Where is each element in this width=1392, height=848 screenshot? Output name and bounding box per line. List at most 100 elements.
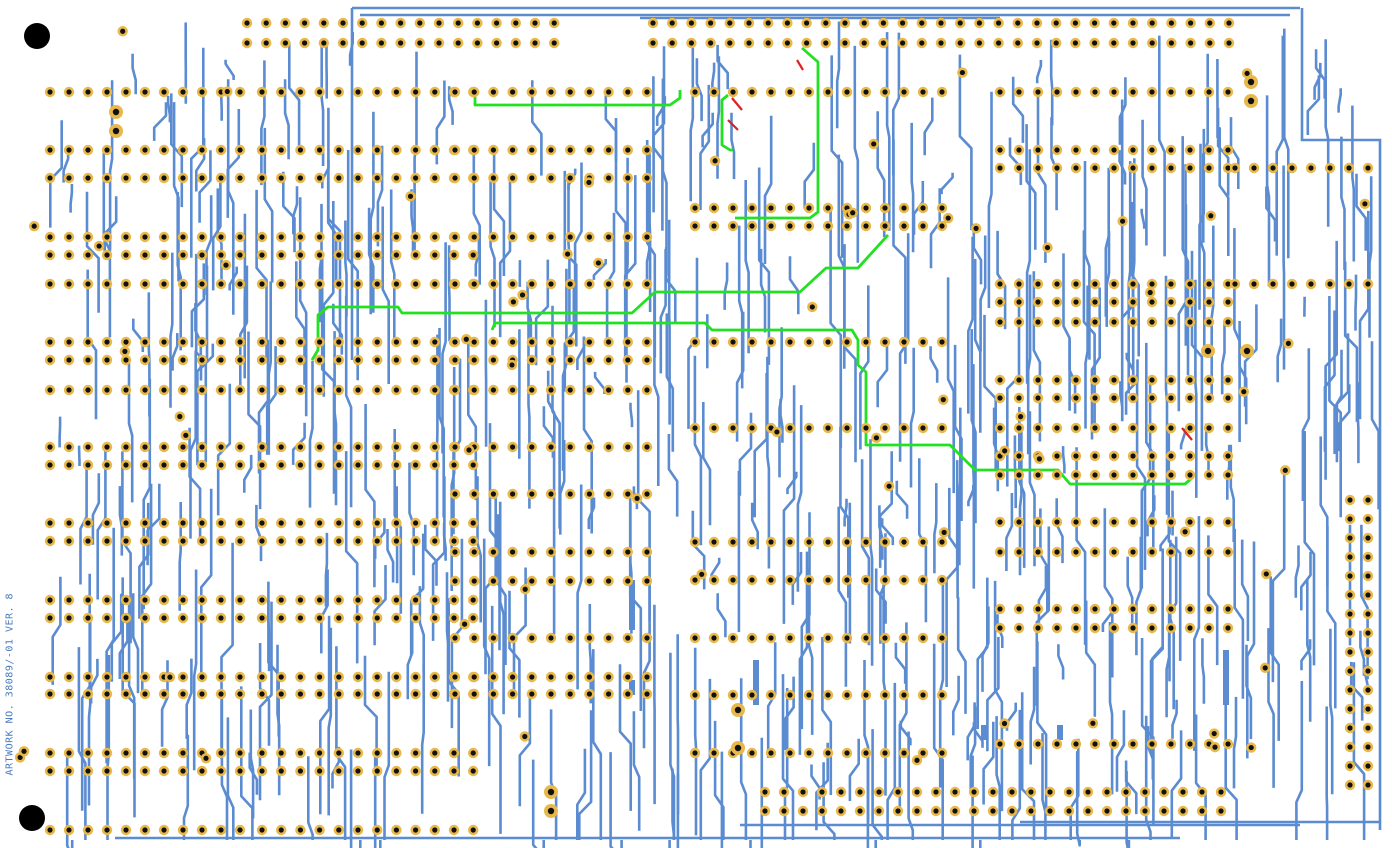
pad-hole [567, 234, 573, 240]
pad-hole [1035, 377, 1041, 383]
pad-hole [1365, 725, 1371, 731]
pad-hole [451, 615, 457, 621]
pad-hole [844, 339, 850, 345]
pcb-trace [1171, 699, 1178, 739]
pad-hole [625, 357, 631, 363]
pad-hole [1130, 472, 1136, 478]
pad-hole [180, 252, 186, 258]
pcb-trace [176, 192, 182, 351]
pad-hole [901, 692, 907, 698]
pad-hole [374, 597, 380, 603]
pcb-trace [1108, 622, 1114, 795]
pad-hole [1016, 89, 1022, 95]
pcb-trace [1061, 446, 1066, 474]
pad-hole [669, 20, 675, 26]
pad-hole [1123, 789, 1129, 795]
pad-hole [1262, 665, 1268, 671]
pad-hole [199, 444, 205, 450]
pad-hole [413, 538, 419, 544]
pad-hole [1149, 519, 1155, 525]
pad-hole [914, 789, 920, 795]
pad-hole [567, 674, 573, 680]
pad-hole [142, 827, 148, 833]
pcb-trace [1326, 526, 1337, 709]
pad-hole [844, 223, 850, 229]
pad-hole [529, 89, 535, 95]
pad-hole [218, 674, 224, 680]
pad-hole [806, 692, 812, 698]
pad-hole [863, 750, 869, 756]
pad-hole [551, 20, 557, 26]
pad-hole [1111, 425, 1117, 431]
pcb-trace [1355, 173, 1367, 251]
pad-hole [727, 20, 733, 26]
pad-hole [1054, 147, 1060, 153]
pad-hole [1018, 413, 1024, 420]
pad-hole [522, 733, 528, 740]
pad-hole [644, 444, 650, 450]
pad-hole [1073, 519, 1079, 525]
pcb-trace [408, 462, 416, 576]
pad-hole [939, 577, 945, 583]
pad-hole [1092, 472, 1098, 478]
pad-hole [355, 252, 361, 258]
pad-hole [393, 768, 399, 774]
pcb-trace [466, 341, 478, 501]
mounting-hole [24, 23, 50, 49]
pad-hole [1182, 529, 1188, 535]
pad-hole [1092, 319, 1098, 325]
pad-hole [218, 691, 224, 697]
pad-hole [1225, 606, 1231, 612]
pad-hole [104, 281, 110, 287]
pad-hole [625, 674, 631, 680]
pad-hole [567, 491, 573, 497]
pad-hole [1073, 425, 1079, 431]
pad-hole [180, 597, 186, 603]
pcb-trace [226, 717, 235, 840]
pad-hole [259, 339, 265, 345]
pcb-trace [319, 569, 329, 654]
pad-hole [66, 444, 72, 450]
pcb-trace [592, 259, 608, 280]
pad-hole [451, 520, 457, 526]
pad-hole [1206, 625, 1212, 631]
pcb-trace [723, 262, 729, 310]
pad-hole [509, 89, 516, 95]
pad-hole [997, 165, 1003, 171]
pcb-trace [576, 484, 583, 690]
pad-hole [692, 750, 698, 756]
pad-hole [85, 147, 91, 153]
pad-hole [1308, 165, 1314, 171]
pcb-trace [373, 565, 387, 646]
pad-hole [746, 40, 752, 46]
pad-hole [1130, 319, 1136, 325]
pcb-trace [1368, 176, 1373, 338]
pad-hole [1211, 730, 1217, 737]
pad-hole [976, 20, 983, 26]
pad-hole [730, 539, 736, 545]
pad-hole [1270, 281, 1276, 287]
pad-hole [1016, 395, 1022, 401]
pad-hole [452, 549, 458, 555]
pad-hole [901, 635, 907, 641]
pad-hole [336, 147, 342, 153]
pad-hole [278, 357, 284, 363]
pad-hole [1206, 281, 1212, 287]
pcb-trace [1084, 600, 1097, 717]
pcb-trace [618, 664, 633, 811]
pad-hole [490, 491, 496, 497]
pad-hole [1241, 389, 1247, 395]
pad-hole [471, 387, 477, 393]
pad-hole [451, 597, 457, 603]
pad-hole [529, 491, 535, 497]
pcb-trace [530, 80, 543, 176]
pcb-trace [821, 637, 833, 795]
pad-hole [142, 520, 148, 526]
pcb-trace [1337, 384, 1351, 452]
pcb-trace [1210, 225, 1215, 397]
pad-hole [952, 789, 958, 795]
pad-hole [259, 538, 265, 544]
pad-hole [1187, 147, 1193, 153]
pad-hole [1111, 299, 1117, 305]
pad-hole [432, 750, 438, 756]
